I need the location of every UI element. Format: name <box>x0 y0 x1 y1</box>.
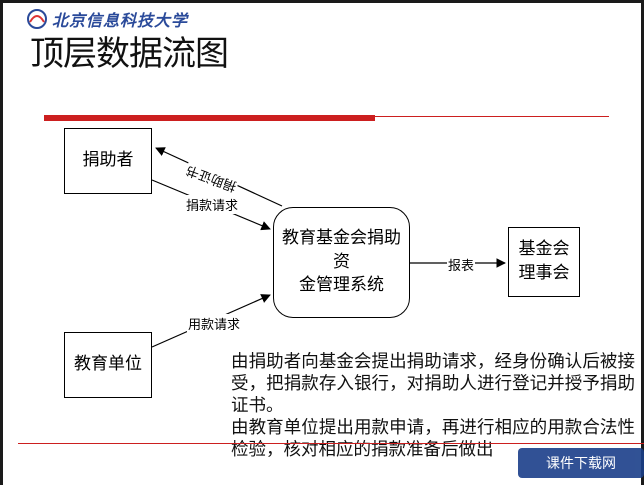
process-fund-management-system: 教育基金会捐助资 金管理系统 <box>273 207 410 318</box>
flow-label-fund-use-request: 用款请求 <box>187 314 242 333</box>
process-label-line1: 教育基金会捐助资 <box>282 227 401 272</box>
council-label-line1: 基金会 <box>518 239 570 260</box>
process-label-line2: 金管理系统 <box>299 275 384 296</box>
bottom-rule <box>18 443 644 444</box>
university-emblem-icon <box>27 9 47 29</box>
description-text: 由捐助者向基金会提出捐助请求，经身份确认后被接受，把捐款存入银行，对捐助人进行登… <box>231 351 635 461</box>
description-paragraph-1: 由捐助者向基金会提出捐助请求，经身份确认后被接受，把捐款存入银行，对捐助人进行登… <box>231 352 635 416</box>
entity-foundation-council: 基金会 理事会 <box>508 227 580 297</box>
flow-label-donation-request: 捐款请求 <box>185 195 240 214</box>
entity-donor-label: 捐助者 <box>82 150 134 171</box>
page-title: 顶层数据流图 <box>30 34 229 74</box>
title-rule-thin <box>375 116 609 117</box>
council-label-line2: 理事会 <box>518 263 570 283</box>
university-logo: 北京信息科技大学 <box>26 8 188 30</box>
entity-education-unit-label: 教育单位 <box>74 354 142 375</box>
description-paragraph-2: 由教育单位提出用款申请，再进行相应的用款合法性检验，核对相应的捐款准备后做出 <box>231 418 635 460</box>
flow-label-report: 报表 <box>447 255 476 274</box>
frame-right <box>641 0 644 485</box>
entity-education-unit: 教育单位 <box>64 332 152 398</box>
frame-top <box>0 0 644 3</box>
logo-text: 北京信息科技大学 <box>52 11 189 30</box>
title-rule-thick <box>44 115 375 121</box>
watermark-badge: 课件下载网 <box>518 448 644 478</box>
frame-left <box>0 0 3 485</box>
entity-donor: 捐助者 <box>64 128 152 194</box>
